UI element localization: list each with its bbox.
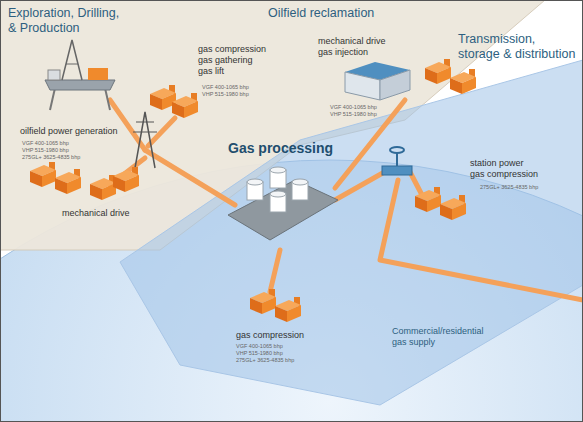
engine-front [90,184,102,200]
processing-plant [228,167,338,240]
application-label: gas compression gas gathering gas lift [198,44,267,76]
engine-icon [275,297,301,322]
engine-front [440,204,452,220]
rig-derrick-brace [66,64,78,65]
engine-icon [450,69,476,94]
region-heading: Exploration, Drilling, & Production [8,6,124,36]
gas-pipeline [380,180,583,300]
rig-derrick [62,40,82,80]
engine-spec: 275GL+ 3625-4835 bhp [22,154,80,160]
engine-front [250,298,262,314]
engine-spec: VGF 400-1065 bhp [22,140,69,146]
engine-front [450,78,462,94]
engine-spec: VHP 515-1980 bhp [22,147,69,153]
engine-icon [30,162,56,187]
pylon-arm [133,132,157,133]
region-heading: Gas processing [228,140,333,157]
engine-front [275,306,287,322]
engine-side [262,297,276,314]
application-label: gas compression [236,330,304,341]
engine-side [184,101,198,118]
engine-front [55,178,67,194]
engine-side [462,77,476,94]
pylon-arm [136,122,154,123]
engine-spec: VHP 515-1980 bhp [330,111,377,117]
engine-front [113,176,125,192]
engine-spec: VGF 400-1065 bhp [236,343,283,349]
engine-front [172,102,184,118]
valve-pipe [382,166,412,175]
engine-icon [440,195,466,220]
application-label: oilfield power generation [20,126,118,137]
pylon-frame [135,112,155,168]
engine-front [150,94,162,110]
engine-spec: 275GL+ 3625-4835 bhp [236,357,294,363]
engine-spec: VHP 515-1980 bhp [202,91,249,97]
engine-spec: VGF 400-1065 bhp [202,84,249,90]
engine-side [67,177,81,194]
rig-leg [105,88,110,110]
region-heading: Transmission, storage & distribution [458,32,578,62]
rig-leg [50,88,55,110]
engine-side [452,203,466,220]
midstream-plane [120,60,583,405]
engine-front [415,196,427,212]
transmission-pylon [133,112,157,168]
engine-front [425,68,437,84]
rig-module [88,68,108,80]
engine-icon [172,93,198,118]
engine-front [30,171,42,187]
engine-icon [90,175,116,200]
storage-tank-top [270,167,286,173]
engine-spec: VHP 515-1980 bhp [236,350,283,356]
storage-tank-top [292,179,308,185]
engine-side [42,170,56,187]
valve-station [382,147,412,175]
offshore-rig [45,40,115,110]
gas-pipeline [270,250,280,292]
engine-icon [415,187,441,212]
injection-building [345,62,410,100]
region-heading: Oilfield reclamation [268,6,374,21]
valve-stem [396,152,398,166]
engine-spec: VGF 400-1065 bhp [330,104,377,110]
application-label: mechanical drive gas injection [318,36,390,58]
rig-deck [45,80,115,90]
building-front [345,72,380,100]
gas-pipeline [145,150,235,205]
engine-side [427,195,441,212]
engine-side [125,175,139,192]
storage-tank-top [247,179,263,185]
engine-side [437,67,451,84]
gas-pipeline [335,170,388,200]
application-label: mechanical drive [62,208,130,219]
application-label: station power gas compression [470,158,539,180]
engine-spec: 275GL+ 3625-4835 bhp [480,184,538,190]
engine-icon [425,59,451,84]
valve-wheel [390,147,404,153]
engine-icon [250,289,276,314]
engine-icon [55,169,81,194]
region-label: Commercial/residential gas supply [392,326,492,348]
plant-base [228,180,338,240]
building-side [380,70,410,100]
rig-module [48,70,60,80]
storage-tank-top [270,191,286,197]
engine-side [287,305,301,322]
engine-icon [113,167,139,192]
